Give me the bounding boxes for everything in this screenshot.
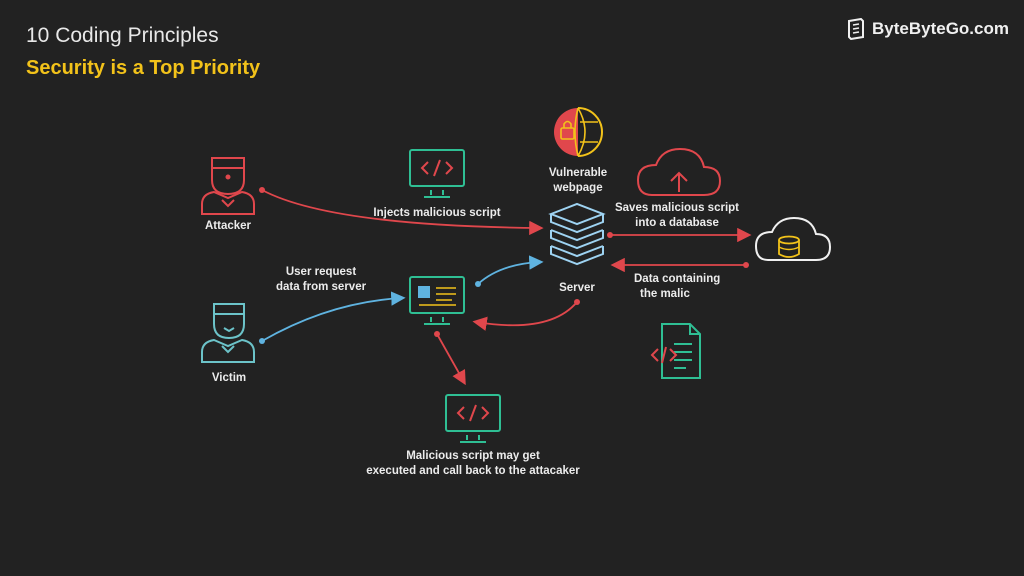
- data-containing-label-line2: the malic: [640, 288, 690, 300]
- code-document-icon: [650, 323, 701, 379]
- saves-label-line1: Saves malicious script: [614, 202, 739, 214]
- attacker-icon: [201, 157, 255, 215]
- attacker-label: Attacker: [204, 220, 252, 232]
- browser-monitor-icon: [409, 276, 465, 325]
- server-label: Server: [559, 282, 595, 294]
- brand-name: ByteByteGo.com: [872, 19, 1009, 38]
- server-stack-icon: [548, 202, 606, 266]
- page-title: 10 Coding Principles: [26, 24, 219, 47]
- data-containing-label: Data containing the malic: [626, 272, 730, 302]
- brand-logo: ByteByteGo.com: [846, 18, 1009, 40]
- saves-label-line2: into a database: [635, 217, 719, 229]
- arrow-saves-to-db: [607, 227, 752, 243]
- code-monitor-bottom-icon: [445, 394, 501, 443]
- victim-label: Victim: [211, 372, 247, 384]
- arrow-request-to-server: [475, 255, 544, 287]
- user-request-label-line2: data from server: [275, 281, 367, 293]
- arrow-server-response: [472, 299, 580, 331]
- user-request-label: User request data from server: [262, 265, 380, 295]
- inject-label: Injects malicious script: [373, 207, 501, 219]
- arrow-db-returns: [610, 257, 749, 273]
- vulnerable-webpage-label-line1: Vulnerable: [548, 167, 608, 179]
- page-subtitle: Security is a Top Priority: [26, 57, 261, 79]
- victim-icon: [201, 303, 255, 363]
- malicious-exec-label: Malicious script may get executed and ca…: [350, 449, 596, 479]
- malicious-exec-label-line1: Malicious script may get: [406, 450, 540, 462]
- cloud-database-icon: [754, 216, 832, 261]
- vulnerable-webpage-label: Vulnerable webpage: [526, 166, 630, 196]
- code-monitor-top-icon: [409, 149, 465, 198]
- saves-label: Saves malicious script into a database: [608, 201, 746, 231]
- vulnerable-webpage-icon: [554, 107, 603, 157]
- arrow-user-request: [259, 291, 406, 344]
- bytebytego-logo-icon: [848, 18, 864, 40]
- vulnerable-webpage-label-line2: webpage: [553, 182, 603, 194]
- cloud-upload-icon: [636, 147, 722, 196]
- arrow-inject: [259, 187, 544, 236]
- malicious-exec-label-line2: executed and call back to the attacaker: [366, 465, 580, 477]
- user-request-label-line1: User request: [285, 266, 357, 278]
- data-containing-label-line1: Data containing: [634, 273, 721, 285]
- arrow-script-executed: [434, 331, 466, 386]
